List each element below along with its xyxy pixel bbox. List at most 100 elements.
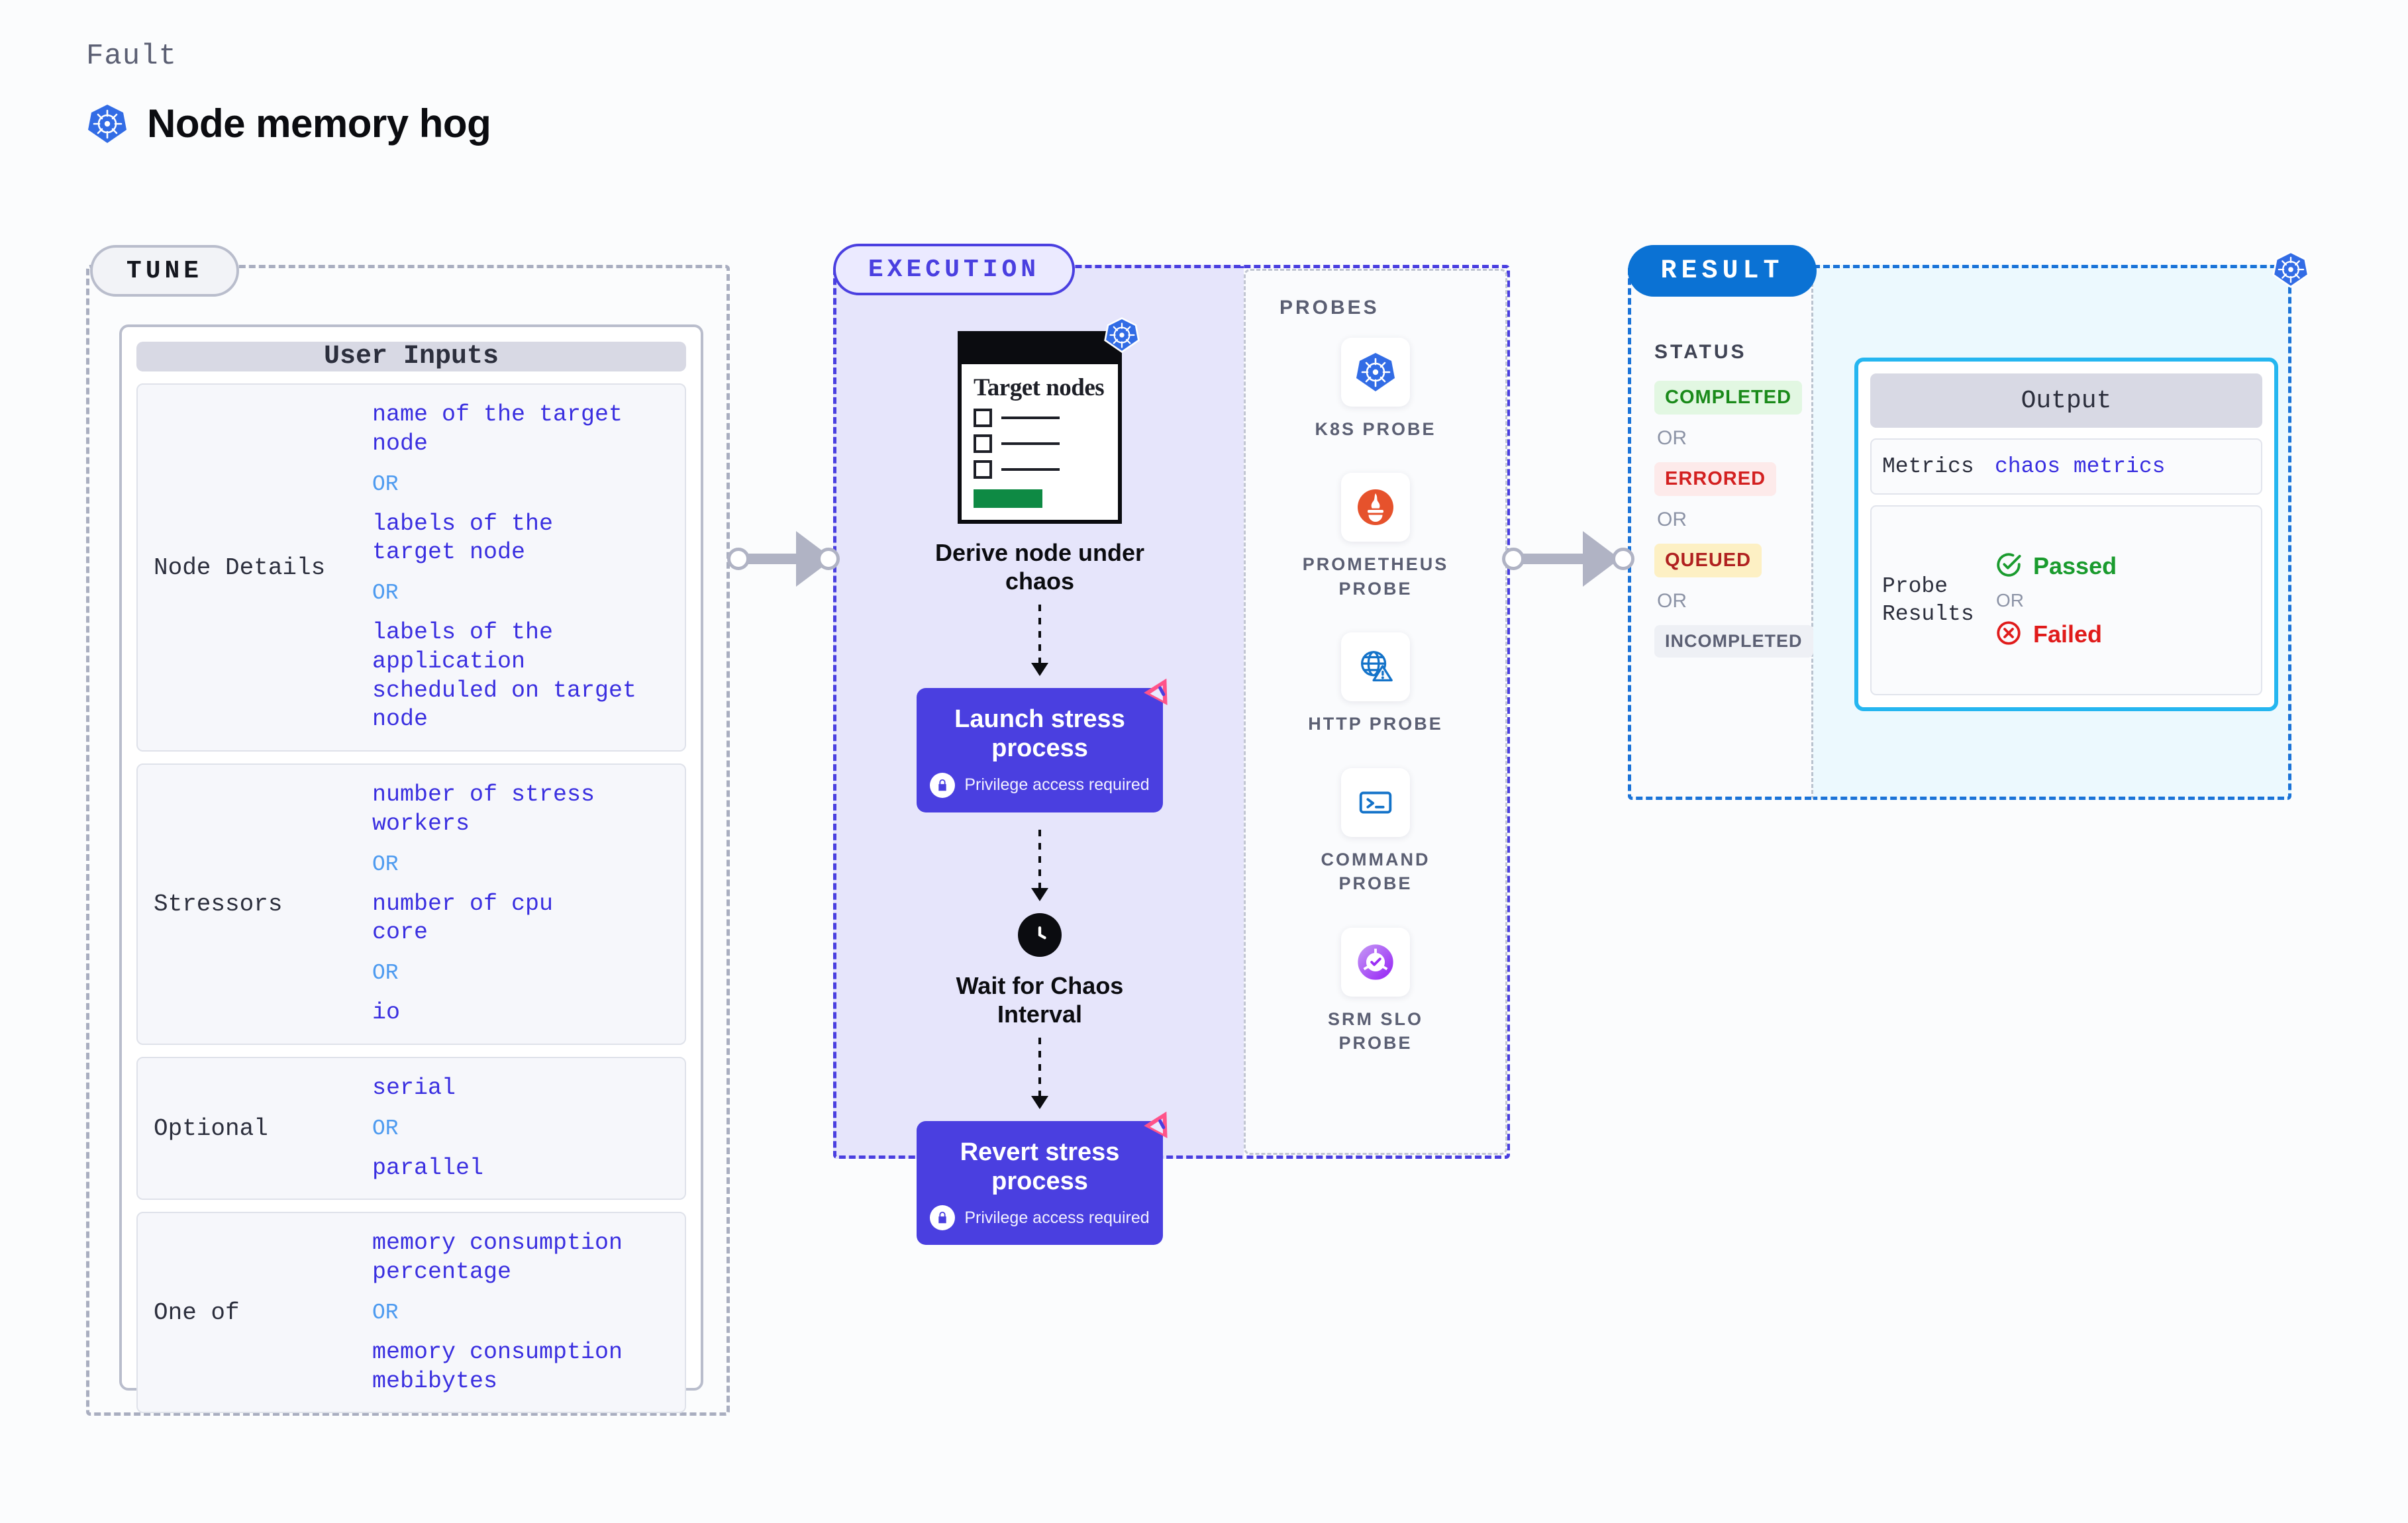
result-status-region: [1628, 265, 1813, 800]
input-row-optional[interactable]: Optional serial OR parallel: [136, 1056, 686, 1201]
row-label: Optional: [154, 1114, 268, 1142]
privilege-row: Privilege access required: [930, 1205, 1150, 1231]
prometheus-icon: [1341, 473, 1410, 542]
execution-section-pill[interactable]: EXECUTION: [833, 244, 1075, 295]
input-option: labels of the target node: [372, 510, 554, 566]
check-circle-icon: [1995, 551, 2023, 582]
user-inputs-card: User Inputs Node Details name of the tar…: [119, 324, 703, 1414]
window-body: Target nodes: [962, 364, 1118, 520]
slo-donut-icon: [1340, 927, 1410, 997]
or-separator: OR: [372, 581, 399, 605]
target-list-item: [974, 408, 1106, 427]
output-row-probe-results[interactable]: Probe Results Passed OR: [1870, 505, 2262, 695]
lock-icon: [930, 772, 956, 798]
row-label: One of: [154, 1299, 240, 1326]
step-revert-stress-process[interactable]: Revert stress process Privilege access r…: [917, 1111, 1168, 1246]
input-row-stressors[interactable]: Stressors number of stress workers OR nu…: [136, 763, 686, 1045]
input-option: number of cpu core: [372, 890, 554, 946]
kubernetes-icon: [2272, 250, 2310, 292]
page-title: Node memory hog: [147, 101, 491, 146]
privilege-row: Privilege access required: [930, 772, 1150, 798]
execution-flow: Target nodes Derive node unde: [854, 317, 1225, 1246]
step-subtitle: Privilege access required: [964, 1208, 1150, 1227]
page-header: Fault Node memory hog: [86, 40, 491, 146]
probe-label: K8S PROBE: [1315, 419, 1436, 439]
probe-command[interactable]: COMMAND PROBE: [1321, 767, 1430, 896]
input-option: memory consumption percentage: [372, 1230, 623, 1285]
status-title: STATUS: [1654, 341, 1747, 363]
user-inputs-title: User Inputs: [136, 342, 686, 371]
fault-label: Fault: [86, 40, 177, 73]
input-row-one-of[interactable]: One of memory consumption percentage OR …: [136, 1212, 686, 1414]
kubernetes-icon: [1340, 338, 1410, 407]
clock-icon: [1018, 912, 1062, 957]
kubernetes-icon: [86, 103, 128, 145]
output-panel: Output Metrics chaos metrics Probe Resul…: [1854, 358, 2278, 711]
input-option: serial: [372, 1074, 456, 1101]
probe-result-values: Passed OR Failed: [1995, 551, 2117, 650]
status-badge-queued: QUEUED: [1654, 544, 1762, 577]
probe-prometheus[interactable]: PROMETHEUS PROBE: [1303, 473, 1449, 601]
input-row-node-details[interactable]: Node Details name of the target node OR …: [136, 383, 686, 752]
or-separator: OR: [1657, 509, 1687, 530]
probes-title: PROBES: [1279, 297, 1380, 319]
probes-list: K8S PROBE PROMETHEUS PROBE: [1244, 338, 1507, 1056]
progress-bar: [974, 489, 1042, 508]
or-separator: OR: [372, 961, 399, 985]
target-nodes-heading: Target nodes: [974, 374, 1105, 401]
or-separator: OR: [1996, 589, 2024, 611]
or-separator: OR: [372, 1300, 399, 1325]
step-title: Launch stress process: [954, 705, 1125, 763]
probe-result-failed: Failed: [1995, 619, 2117, 650]
step-launch-stress-process[interactable]: Launch stress process Privilege access r…: [917, 678, 1168, 812]
input-option: number of stress workers: [372, 781, 595, 837]
terminal-icon: [1340, 767, 1410, 837]
list-line: [1001, 467, 1060, 471]
window-titlebar: [962, 335, 1118, 364]
x-circle-icon: [1995, 619, 2023, 650]
lock-icon: [930, 1205, 956, 1231]
output-label: Metrics: [1882, 454, 1974, 479]
litmus-icon: [1142, 673, 1178, 712]
passed-label: Passed: [2033, 552, 2117, 580]
input-option: io: [372, 999, 401, 1026]
result-section-pill[interactable]: RESULT: [1628, 245, 1817, 297]
probe-label: COMMAND PROBE: [1321, 849, 1430, 894]
probe-label: HTTP PROBE: [1308, 714, 1443, 734]
row-values: number of stress workers OR number of cp…: [372, 781, 595, 1028]
output-label: Probe Results: [1882, 574, 1974, 626]
tune-section-pill[interactable]: TUNE: [90, 245, 239, 297]
probe-srm-slo[interactable]: SRM SLO PROBE: [1327, 927, 1423, 1056]
connector-execution-to-result: [1502, 531, 1634, 587]
status-badge-errored: ERRORED: [1654, 462, 1777, 496]
flow-arrow: [1031, 605, 1048, 677]
row-values: memory consumption percentage OR memory …: [372, 1229, 623, 1396]
row-label: Node Details: [154, 554, 326, 581]
or-separator: OR: [372, 1116, 399, 1141]
connector-tune-to-execution: [727, 531, 840, 587]
checkbox-icon: [974, 434, 992, 453]
flow-arrow: [1031, 1038, 1048, 1110]
input-option: parallel: [372, 1154, 484, 1181]
target-list-item: [974, 434, 1106, 453]
step-title: Revert stress process: [960, 1138, 1120, 1195]
tune-region: [86, 265, 730, 1416]
output-row-metrics[interactable]: Metrics chaos metrics: [1870, 438, 2262, 495]
kubernetes-icon: [1103, 317, 1140, 357]
step-caption-derive-node: Derive node under chaos: [934, 538, 1145, 595]
target-nodes-card: Target nodes: [958, 317, 1140, 524]
probe-label: SRM SLO PROBE: [1327, 1008, 1423, 1054]
or-separator: OR: [1657, 427, 1687, 449]
output-value: chaos metrics: [1995, 454, 2166, 479]
step-caption-wait-chaos: Wait for Chaos Interval: [956, 971, 1124, 1028]
globe-warning-icon: [1341, 632, 1410, 702]
probe-label: PROMETHEUS PROBE: [1302, 554, 1449, 599]
or-separator: OR: [372, 471, 399, 497]
probe-k8s[interactable]: K8S PROBE: [1315, 338, 1436, 441]
litmus-icon: [1142, 1106, 1178, 1146]
probe-http[interactable]: HTTP PROBE: [1308, 632, 1443, 736]
checkbox-icon: [974, 460, 992, 479]
status-badge-incompleted: INCOMPLETED: [1654, 625, 1813, 658]
output-title: Output: [1870, 373, 2262, 428]
input-option: name of the target node: [372, 401, 623, 457]
